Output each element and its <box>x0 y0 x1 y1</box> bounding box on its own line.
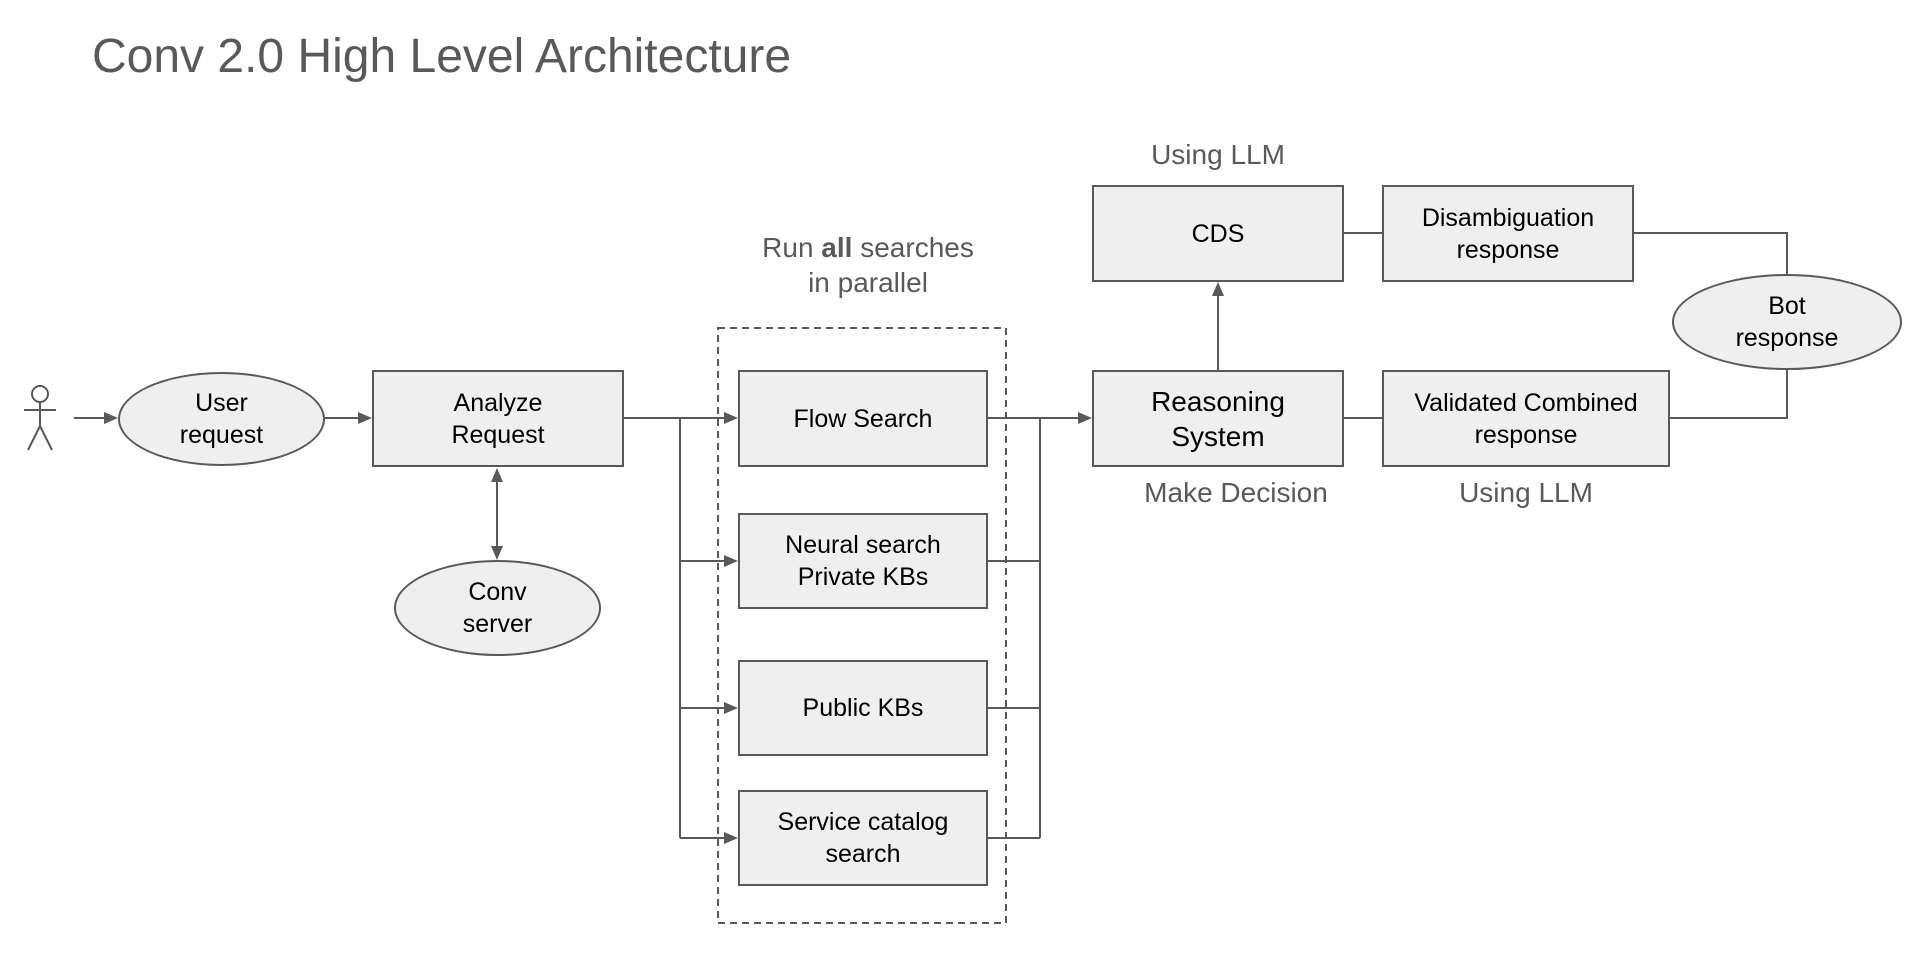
analyze-request-node: Analyze Request <box>372 370 624 467</box>
diagram-title: Conv 2.0 High Level Architecture <box>92 30 792 83</box>
arrowhead-service-catalog <box>724 832 738 844</box>
cds-node: CDS <box>1092 185 1344 282</box>
conv-server-node: Conv server <box>394 560 601 656</box>
reasoning-system-node: Reasoning System <box>1092 370 1344 467</box>
service-catalog-node: Service catalog search <box>738 790 988 886</box>
validated-combined-response-label: Validated Combined response <box>1414 388 1638 449</box>
arrowhead-flow-search <box>724 412 738 424</box>
service-catalog-label: Service catalog search <box>777 808 949 868</box>
reasoning-system-label: Reasoning System <box>1151 385 1285 452</box>
arrowhead-cds <box>1212 282 1224 296</box>
arrowhead-user-request <box>104 412 118 424</box>
parallel-note-line2: in parallel <box>808 267 928 298</box>
analyze-request-label: Analyze Request <box>451 388 545 449</box>
bot-response-node: Bot response <box>1672 274 1902 370</box>
public-kbs-label: Public KBs <box>802 694 924 722</box>
bot-response-label: Bot response <box>1735 292 1839 352</box>
arrowhead-public-kbs <box>724 702 738 714</box>
neural-search-node: Neural search Private KBs <box>738 513 988 609</box>
cds-label: CDS <box>1191 219 1245 248</box>
parallel-note-suffix: searches <box>852 232 974 263</box>
parallel-note-bold: all <box>821 232 853 263</box>
public-kbs-node: Public KBs <box>738 660 988 756</box>
validated-combined-response-node: Validated Combined response <box>1382 370 1670 467</box>
using-llm-top-caption: Using LLM <box>1151 139 1285 170</box>
stick-figure-icon <box>24 385 56 451</box>
arrowhead-conv-server-down <box>491 546 503 560</box>
make-decision-caption: Make Decision <box>1144 477 1328 508</box>
disambiguation-response-node: Disambiguation response <box>1382 185 1634 282</box>
connector-validated-to-bot <box>1670 370 1788 419</box>
parallel-search-note: Run all searches in parallel <box>762 230 974 300</box>
connector-disambiguation-to-bot <box>1634 232 1788 274</box>
arrowhead-analyze-up <box>491 468 503 482</box>
flow-search-node: Flow Search <box>738 370 988 467</box>
arrowhead-reasoning <box>1078 412 1092 424</box>
neural-search-label: Neural search Private KBs <box>785 531 941 591</box>
flow-search-label: Flow Search <box>793 404 933 433</box>
arrowhead-neural-search <box>724 555 738 567</box>
conv-server-label: Conv server <box>462 578 533 638</box>
disambiguation-response-label: Disambiguation response <box>1421 203 1595 264</box>
user-request-label: User request <box>179 389 264 449</box>
user-request-node: User request <box>118 372 325 466</box>
arrowhead-analyze-request <box>358 412 372 424</box>
using-llm-bottom-caption: Using LLM <box>1459 477 1593 508</box>
parallel-note-prefix: Run <box>762 232 822 263</box>
